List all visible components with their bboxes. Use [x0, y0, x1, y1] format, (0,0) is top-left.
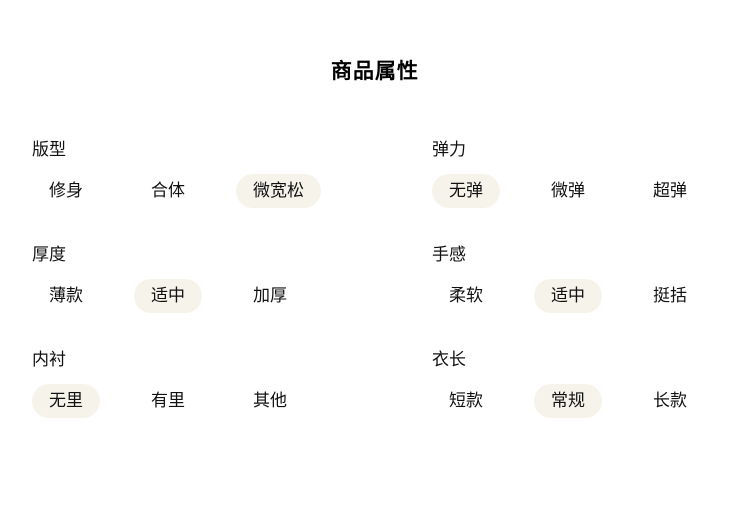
attribute-groups-grid: 版型 修身 合体 微宽松 弹力 无弹 微弹 超弹 厚度 薄款 适中 加厚 手感 柔软 适中 挺括… — [0, 140, 750, 418]
attribute-group-label: 厚度 — [32, 245, 66, 264]
option-pill[interactable]: 合体 — [151, 181, 185, 200]
option-pill[interactable]: 微弹 — [551, 181, 585, 200]
page-title: 商品属性 — [331, 60, 419, 83]
attribute-group: 厚度 薄款 适中 加厚 — [32, 245, 432, 313]
attribute-group-label: 版型 — [32, 140, 66, 159]
attribute-group: 版型 修身 合体 微宽松 — [32, 140, 432, 208]
attribute-options-row: 短款 常规 长款 — [432, 384, 722, 418]
option-pill[interactable]: 修身 — [49, 181, 83, 200]
attribute-group-label: 衣长 — [432, 350, 466, 369]
attribute-options-row: 薄款 适中 加厚 — [32, 279, 432, 313]
option-pill[interactable]: 适中 — [134, 279, 202, 313]
attribute-group: 衣长 短款 常规 长款 — [432, 350, 722, 418]
attribute-group-label: 弹力 — [432, 140, 466, 159]
option-pill[interactable]: 微宽松 — [236, 174, 321, 208]
option-pill[interactable]: 其他 — [253, 391, 287, 410]
attribute-options-row: 修身 合体 微宽松 — [32, 174, 432, 208]
option-pill[interactable]: 适中 — [534, 279, 602, 313]
option-pill[interactable]: 短款 — [449, 391, 483, 410]
option-pill[interactable]: 超弹 — [653, 181, 687, 200]
option-pill[interactable]: 柔软 — [449, 286, 483, 305]
option-pill[interactable]: 无弹 — [432, 174, 500, 208]
attribute-group-label: 内衬 — [32, 350, 66, 369]
attribute-options-row: 无里 有里 其他 — [32, 384, 432, 418]
option-pill[interactable]: 加厚 — [253, 286, 287, 305]
option-pill[interactable]: 无里 — [32, 384, 100, 418]
attribute-group-label: 手感 — [432, 245, 466, 264]
option-pill[interactable]: 有里 — [151, 391, 185, 410]
attribute-group: 弹力 无弹 微弹 超弹 — [432, 140, 722, 208]
option-pill[interactable]: 挺括 — [653, 286, 687, 305]
option-pill[interactable]: 常规 — [534, 384, 602, 418]
option-pill[interactable]: 薄款 — [49, 286, 83, 305]
attribute-options-row: 柔软 适中 挺括 — [432, 279, 722, 313]
option-pill[interactable]: 长款 — [653, 391, 687, 410]
attribute-group: 内衬 无里 有里 其他 — [32, 350, 432, 418]
attribute-group: 手感 柔软 适中 挺括 — [432, 245, 722, 313]
attribute-options-row: 无弹 微弹 超弹 — [432, 174, 722, 208]
